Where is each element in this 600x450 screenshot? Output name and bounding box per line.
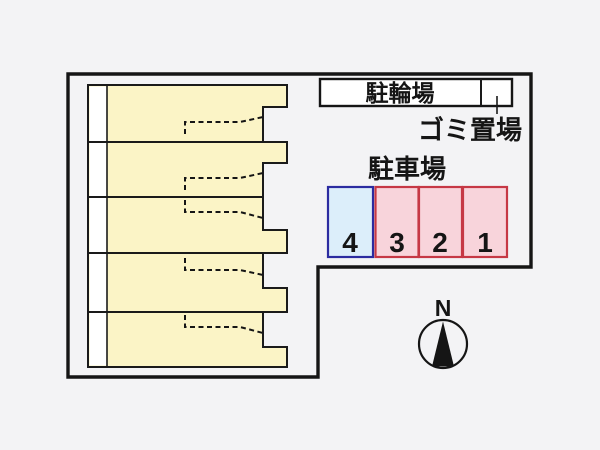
compass-circle (417, 318, 469, 370)
bicycle-parking-label: 駐輪場 (366, 80, 435, 106)
parking-stall-number-3: 3 (389, 227, 405, 258)
unit-entry-path-5 (184, 315, 264, 334)
unit-entry-path-1 (184, 116, 264, 134)
site-boundary-outline (66, 72, 533, 379)
parking-stall-number-2: 2 (432, 227, 448, 258)
parking-stall-number-1: 1 (477, 227, 493, 258)
compass: N (417, 295, 469, 370)
parking-stall-group: 4 3 2 1 (326, 185, 509, 259)
unit-entry-path-2 (184, 172, 264, 190)
unit-entry-path-4 (184, 258, 264, 276)
building-corridor-strip (89, 86, 107, 366)
building-footprint (87, 84, 288, 368)
parking-stall-number-4: 4 (342, 227, 358, 258)
parking-stall-4 (326, 185, 375, 259)
car-parking-label: 駐車場 (368, 154, 446, 184)
garbage-area-label: ゴミ置場 (418, 115, 522, 145)
compass-needle-icon (432, 321, 454, 367)
compass-north-label: N (435, 295, 452, 321)
parking-stall-1 (461, 185, 509, 259)
unit-entry-path-3 (184, 200, 264, 219)
